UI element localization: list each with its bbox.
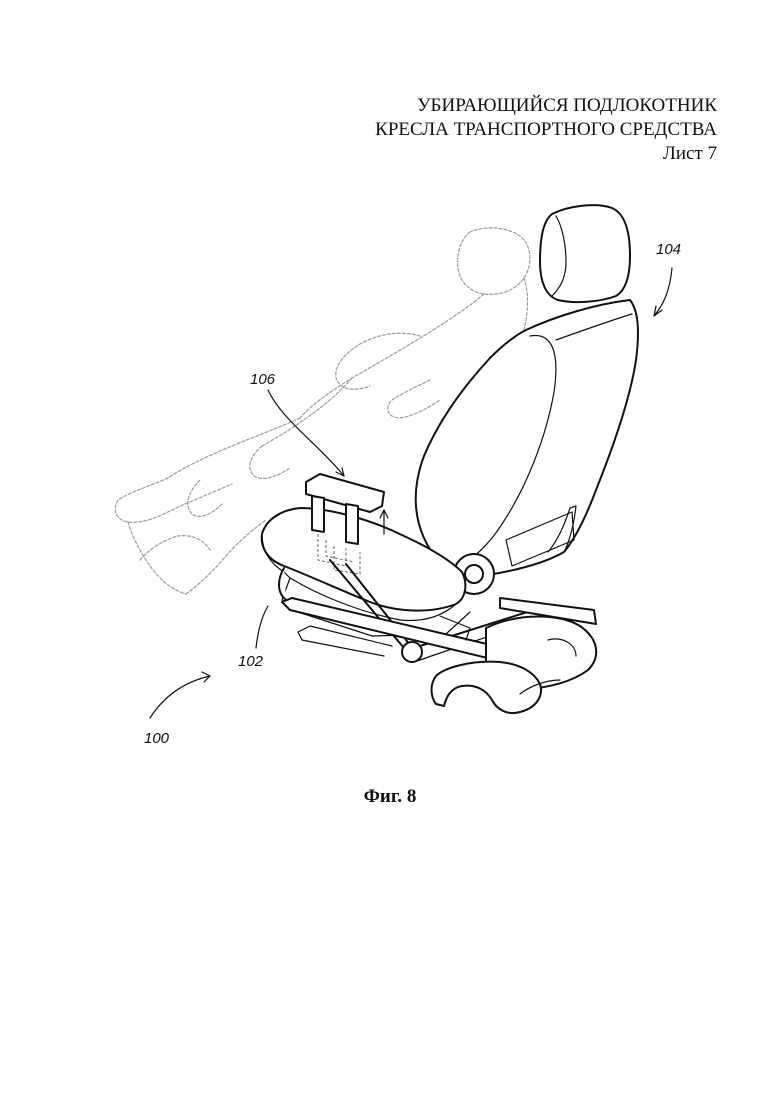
leader-lines: [149, 267, 673, 719]
headrest: [539, 204, 631, 304]
title-line-2: КРЕСЛА ТРАНСПОРТНОГО СРЕДСТВА: [375, 119, 717, 140]
ref-102: 102: [238, 653, 264, 670]
ref-100: 100: [144, 730, 170, 747]
sheet-header: УБИРАЮЩИЙСЯ ПОДЛОКОТНИК КРЕСЛА ТРАНСПОРТ…: [375, 94, 717, 166]
figure-caption: Фиг. 8: [363, 786, 417, 807]
occupant-ghost-outline: [114, 227, 531, 595]
seat-mount: [430, 615, 598, 714]
seat-back: [414, 299, 639, 579]
ref-106: 106: [250, 371, 276, 388]
sheet-number: Лист 7: [662, 143, 717, 164]
title-line-1: УБИРАЮЩИЙСЯ ПОДЛОКОТНИК: [417, 95, 717, 116]
ref-104: 104: [656, 241, 681, 258]
